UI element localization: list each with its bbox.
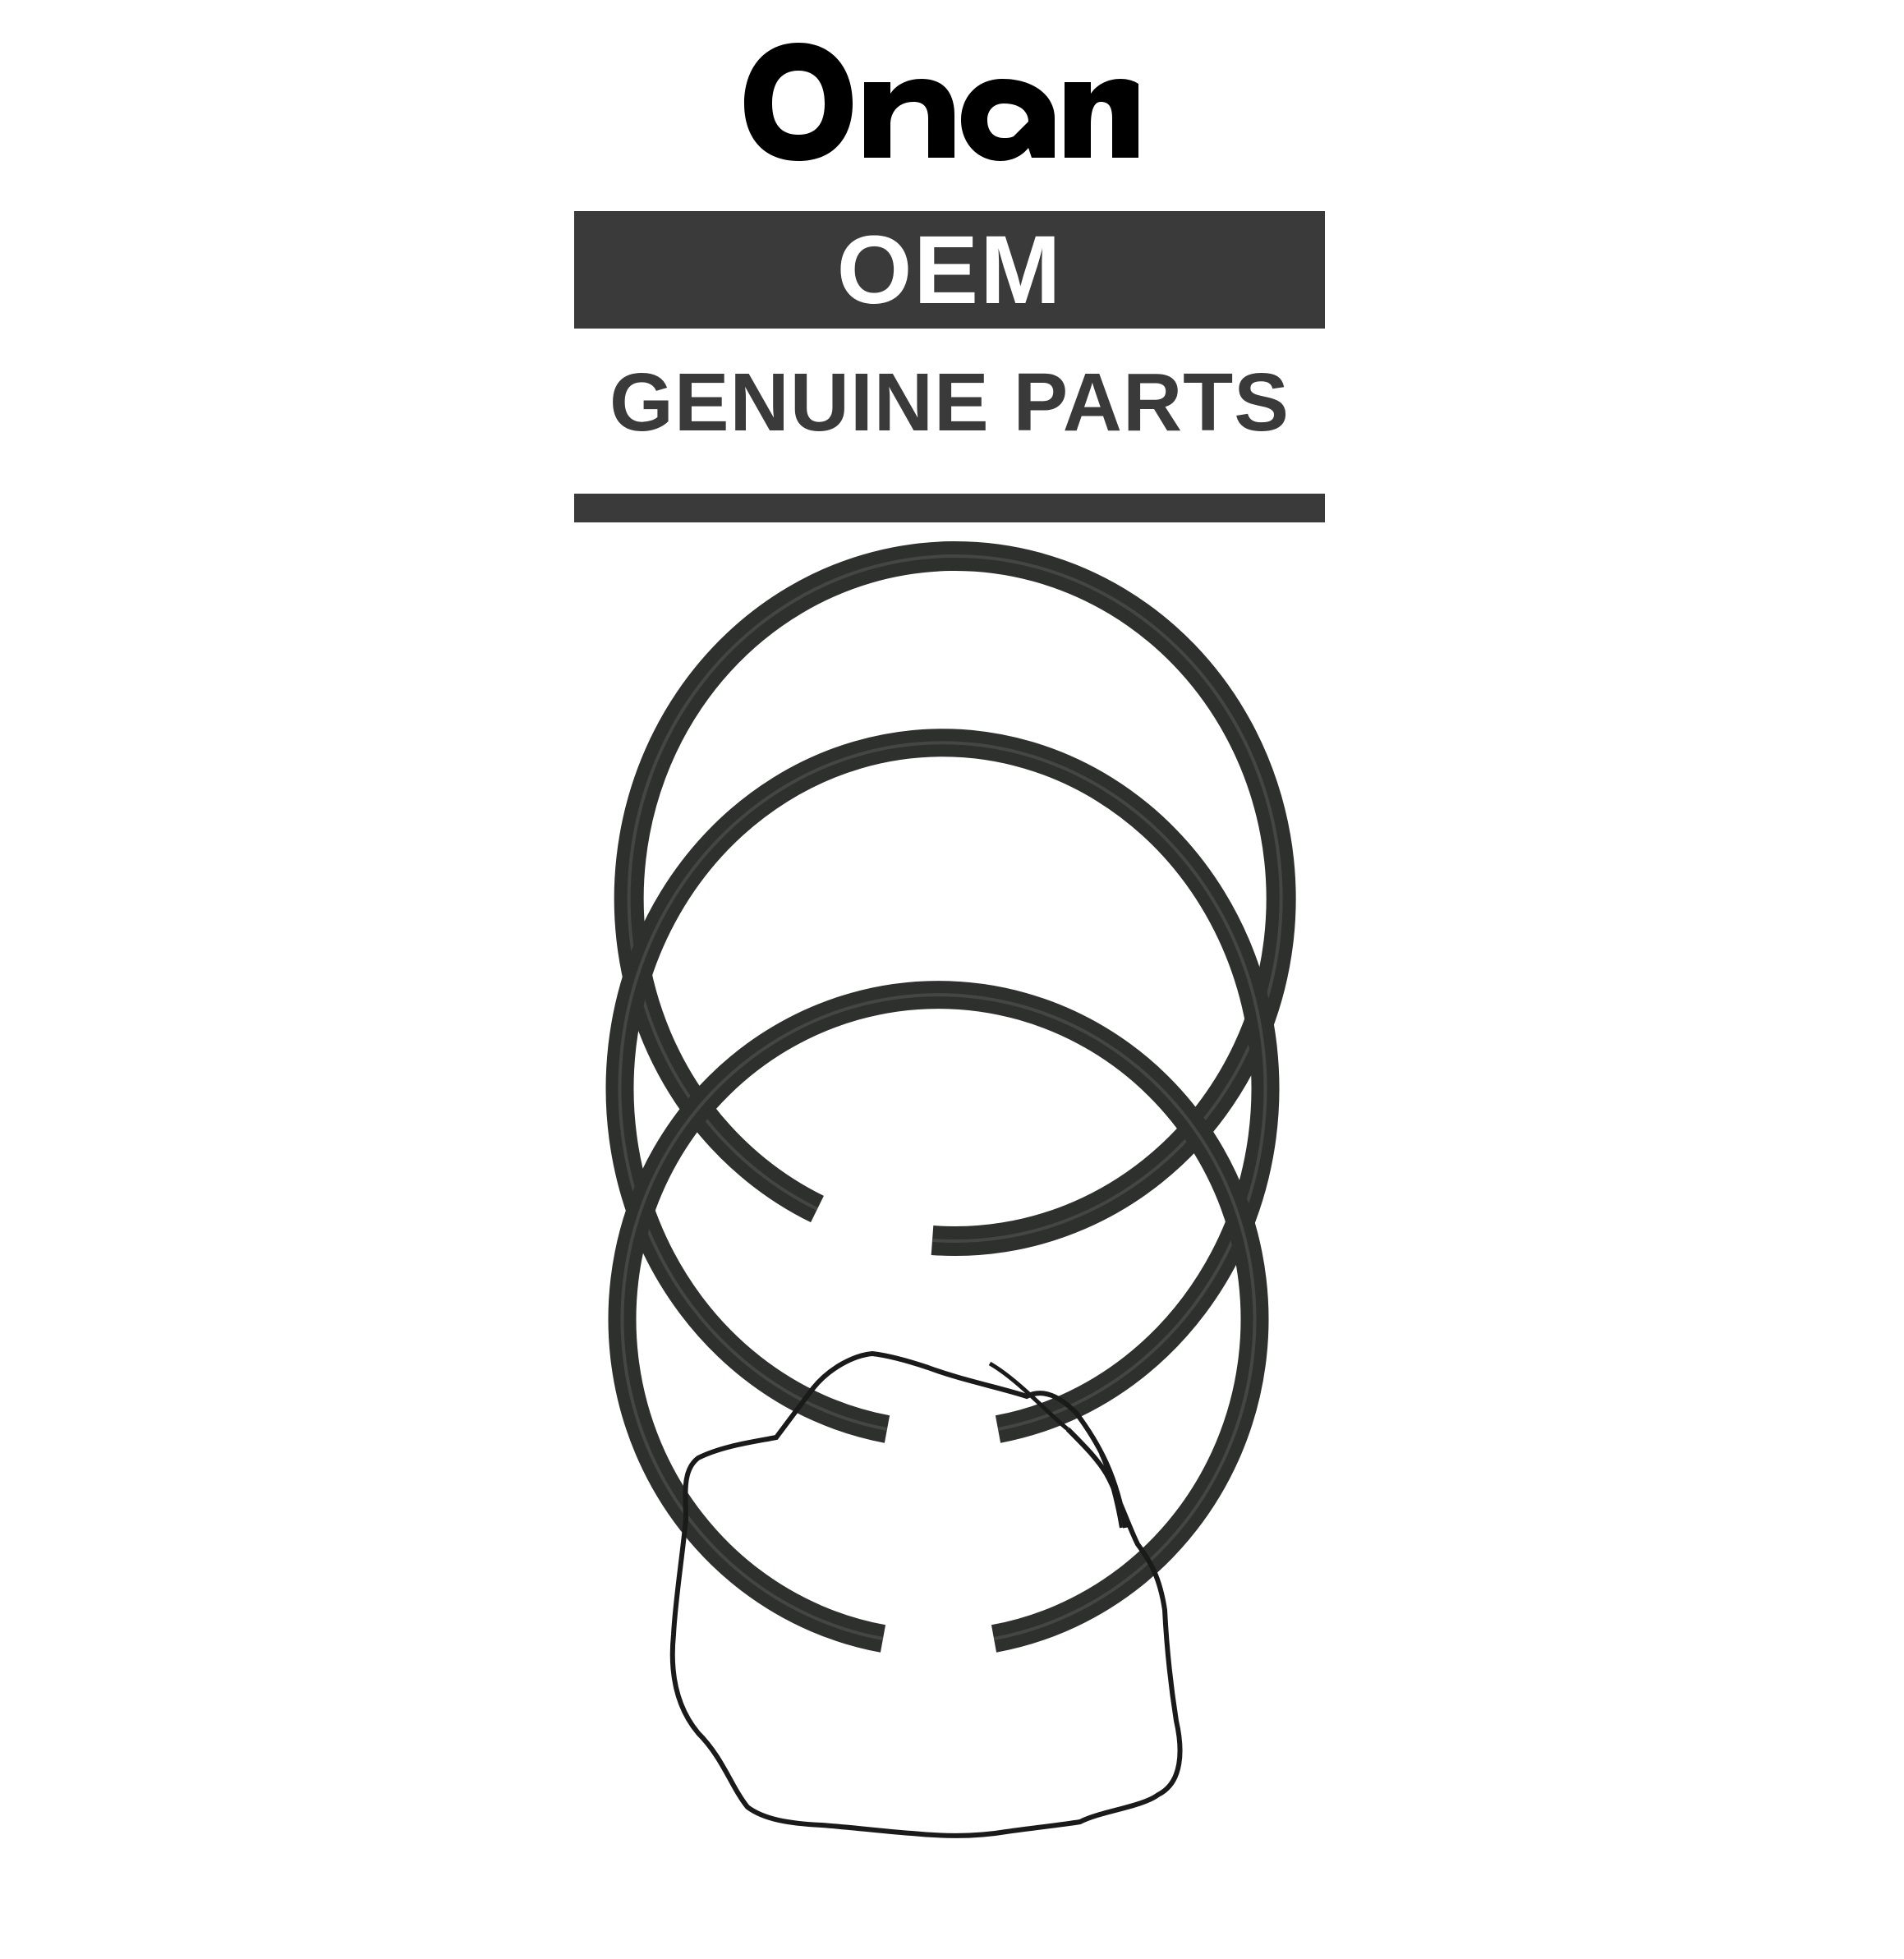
divider-bar	[574, 494, 1325, 522]
genuine-parts-tagline: GENUINE PARTS	[609, 356, 1290, 448]
oem-banner: OEM	[574, 211, 1325, 329]
piston-ring-top	[614, 541, 1296, 1256]
expander-spring	[669, 1350, 1183, 1838]
oem-label: OEM	[836, 215, 1063, 324]
onan-logo	[744, 43, 1138, 161]
